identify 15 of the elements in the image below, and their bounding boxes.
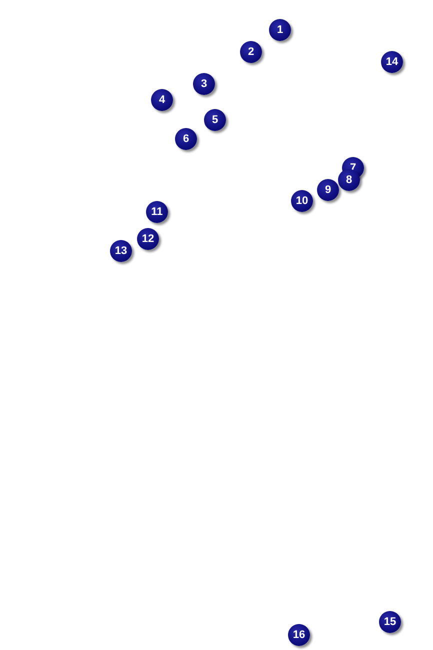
callout-number: 9: [317, 179, 339, 201]
callout-number: 8: [338, 169, 360, 191]
callout-number: 4: [151, 89, 173, 111]
callout-number: 3: [193, 73, 215, 95]
callout-number: 6: [175, 128, 197, 150]
callout-number: 11: [146, 201, 168, 223]
callout-number: 16: [288, 624, 310, 646]
callout-number: 2: [240, 41, 262, 63]
callout-number: 14: [381, 51, 403, 73]
callout-number: 15: [379, 611, 401, 633]
callout-number: 10: [291, 190, 313, 212]
callout-number: 5: [204, 109, 226, 131]
callout-number: 12: [137, 228, 159, 250]
callout-number: 13: [110, 240, 132, 262]
callout-number: 1: [269, 19, 291, 41]
